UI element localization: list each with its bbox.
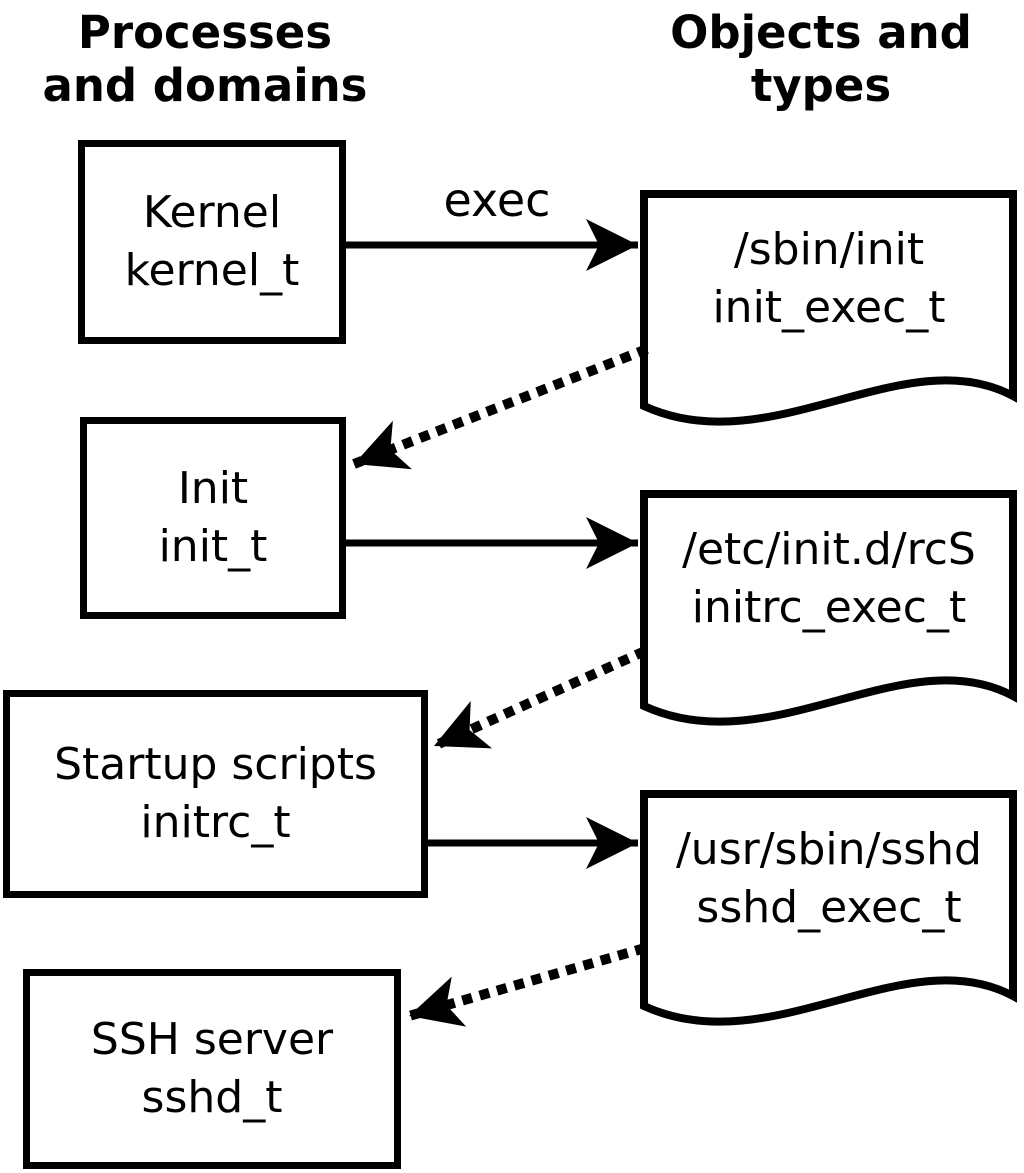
object-type: initrc_exec_t <box>691 582 967 633</box>
object-type: init_exec_t <box>712 282 946 333</box>
object-node-usr-sbin-sshd: /usr/sbin/sshd sshd_exec_t <box>648 800 1010 958</box>
object-shape-usr-sbin-sshd <box>640 790 1017 1026</box>
object-shape-sbin-init <box>640 190 1017 426</box>
exec-edge-label: exec <box>443 173 551 227</box>
dotted-arrow-initrc-exec-to-startup <box>431 646 648 751</box>
object-node-sbin-init: /sbin/init init_exec_t <box>648 200 1010 358</box>
column-header-processes: Processes and domains <box>0 6 410 112</box>
dotted-arrow-sshd-exec-to-ssh <box>407 943 647 1027</box>
process-node-kernel: Kernel kernel_t <box>78 140 346 344</box>
domain-type: initrc_t <box>140 797 291 848</box>
object-path: /sbin/init <box>733 224 925 275</box>
process-name: Init <box>177 463 249 514</box>
process-node-ssh-server: SSH server sshd_t <box>23 969 401 1169</box>
domain-type: kernel_t <box>124 245 300 296</box>
process-name: SSH server <box>90 1014 334 1065</box>
object-node-etc-initd-rcs: /etc/init.d/rcS initrc_exec_t <box>648 500 1010 658</box>
object-type: sshd_exec_t <box>696 882 962 933</box>
dotted-arrow-init-exec-to-init <box>352 344 649 470</box>
process-name: Kernel <box>142 187 282 238</box>
column-header-objects-line2: types <box>750 59 892 112</box>
column-header-objects: Objects and types <box>618 6 1024 112</box>
domain-type: init_t <box>158 521 268 572</box>
process-node-startup-scripts: Startup scripts initrc_t <box>3 690 428 898</box>
domain-type: sshd_t <box>141 1072 283 1123</box>
process-name: Startup scripts <box>54 739 377 790</box>
column-header-processes-line1: Processes <box>77 6 333 59</box>
object-path: /usr/sbin/sshd <box>675 824 982 875</box>
column-header-objects-line1: Objects and <box>670 6 972 59</box>
process-node-init: Init init_t <box>80 417 346 619</box>
object-path: /etc/init.d/rcS <box>682 524 976 575</box>
object-shape-etc-initd-rcs <box>640 490 1017 726</box>
column-header-processes-line2: and domains <box>42 59 368 112</box>
